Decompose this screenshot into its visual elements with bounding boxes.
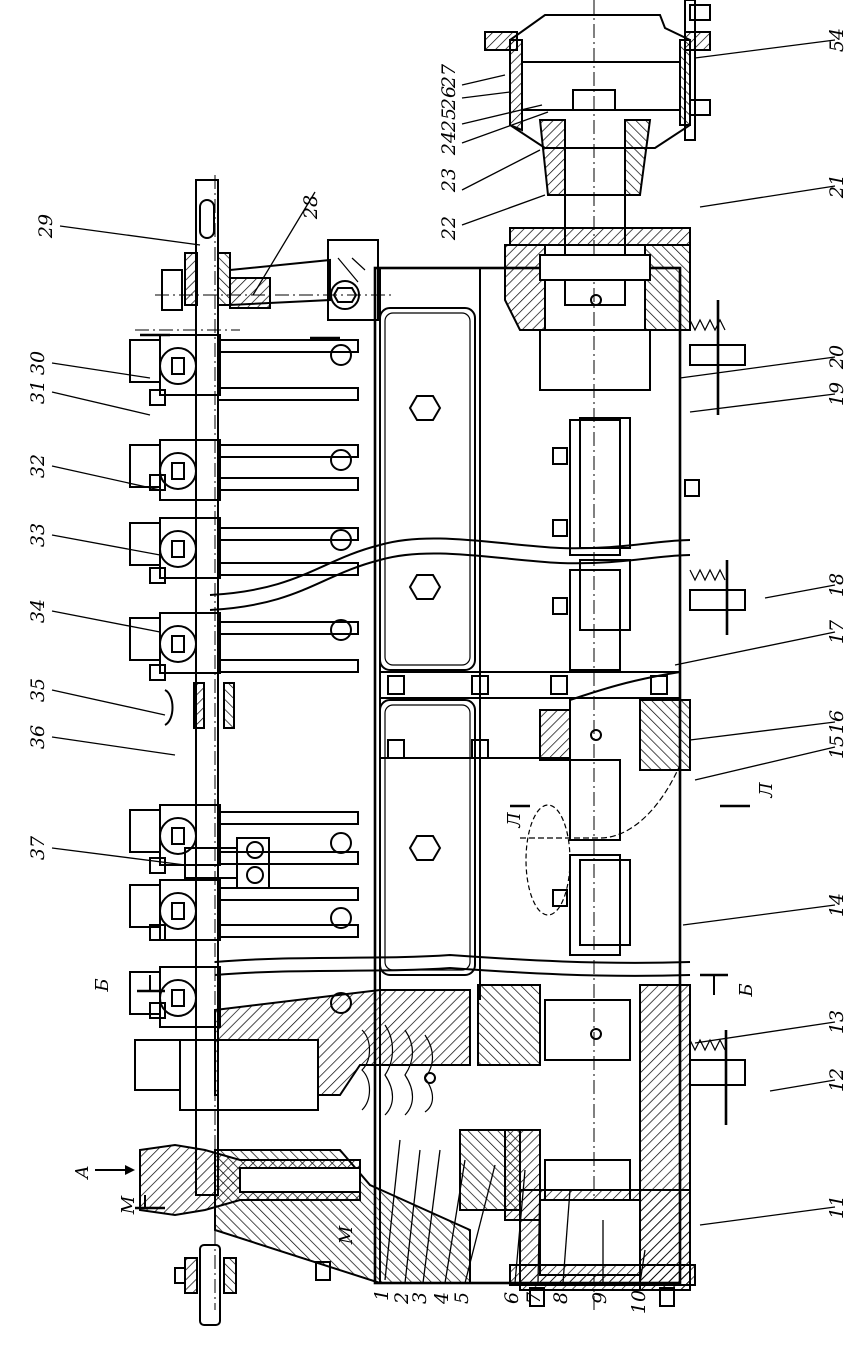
callout-17: 17 (826, 619, 848, 644)
callout-19: 19 (826, 382, 848, 406)
section-b-label-left: Б (92, 978, 113, 992)
callout-2: 2 (391, 1292, 413, 1305)
callout-labels: 54 21 20 19 18 17 16 15 14 13 12 11 22 2… (27, 28, 848, 1314)
callout-27: 27 (438, 63, 460, 89)
callout-18: 18 (826, 573, 848, 597)
callout-22: 22 (438, 216, 460, 241)
callout-15: 15 (826, 735, 848, 759)
section-l-label-right: Л (756, 782, 777, 799)
callout-23: 23 (438, 168, 460, 193)
callout-5: 5 (451, 1292, 473, 1304)
callout-24: 24 (438, 131, 460, 156)
pump-element-3 (129, 517, 359, 584)
bearing-top (504, 227, 691, 331)
section-l-label-left: Л (504, 812, 525, 829)
spring-assemblies (689, 300, 746, 1125)
section-m-label-left: М (118, 1195, 139, 1215)
pump-element-7 (129, 966, 221, 1028)
pump-element-5 (129, 804, 359, 874)
callout-14: 14 (826, 893, 848, 917)
callout-12: 12 (826, 1068, 848, 1092)
bearing-middle (539, 671, 691, 771)
callout-11: 11 (826, 1195, 848, 1219)
drive-coupling (484, 0, 711, 196)
callout-7: 7 (523, 1291, 545, 1304)
pump-sections (129, 175, 359, 1310)
camshaft (539, 0, 651, 1310)
callout-16: 16 (826, 710, 848, 734)
callout-6: 6 (501, 1292, 523, 1304)
callout-37: 37 (27, 835, 49, 860)
callout-31: 31 (27, 380, 49, 404)
callout-36: 36 (27, 725, 49, 749)
callout-10: 10 (628, 1290, 650, 1314)
callout-8: 8 (550, 1292, 572, 1304)
tappet-blocks (552, 417, 700, 946)
pump-element-2 (129, 439, 359, 501)
callout-35: 35 (27, 678, 49, 702)
callout-26: 26 (438, 86, 460, 111)
governor-linkage (155, 239, 395, 321)
oil-cover (525, 804, 571, 916)
callout-29: 29 (35, 214, 57, 239)
callout-28: 28 (300, 195, 322, 220)
section-a-label: А (72, 1165, 93, 1181)
flange-bolts (387, 675, 668, 759)
callout-54: 54 (826, 28, 848, 52)
pump-element-4 (129, 612, 359, 681)
callout-13: 13 (826, 1010, 848, 1034)
callout-4: 4 (431, 1292, 453, 1305)
callout-3: 3 (409, 1292, 431, 1304)
leader-lines (51, 39, 836, 1284)
section-markers (95, 333, 750, 1210)
tappet-nuts (552, 447, 700, 907)
section-m-label-right: М (336, 1225, 357, 1245)
plunger-barrel-section (134, 989, 696, 1286)
oil-line (520, 764, 681, 839)
lower-fittings (174, 1244, 675, 1326)
callout-34: 34 (27, 599, 49, 623)
callout-1: 1 (371, 1289, 393, 1301)
section-letters: А М М Б Б Л Л (72, 782, 777, 1246)
callout-9: 9 (589, 1292, 611, 1304)
pump-element-6 (129, 879, 359, 941)
callout-33: 33 (27, 523, 49, 547)
callout-20: 20 (826, 345, 848, 370)
callout-30: 30 (27, 351, 49, 375)
section-b-label-right: Б (736, 983, 757, 997)
pump-element-1 (129, 334, 359, 406)
callout-25: 25 (438, 108, 460, 133)
callout-21: 21 (826, 174, 848, 199)
callout-32: 32 (27, 454, 49, 478)
